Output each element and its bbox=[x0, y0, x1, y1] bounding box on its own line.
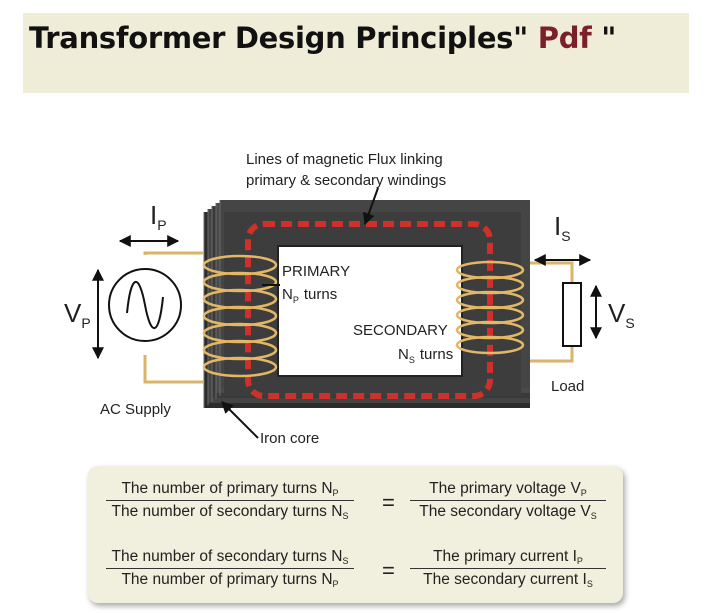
primary-turns-n: N bbox=[282, 286, 293, 303]
vs-letter: V bbox=[608, 298, 626, 328]
row2-left-num-text: The number of secondary turns N bbox=[111, 548, 343, 565]
secondary-turns-sub: S bbox=[409, 355, 415, 365]
vp-label: VP bbox=[64, 298, 91, 331]
row1-left-num-sub: P bbox=[332, 488, 339, 498]
ac-supply-label: AC Supply bbox=[100, 401, 171, 418]
secondary-label: SECONDARY bbox=[353, 322, 448, 339]
row1-left-num-text: The number of primary turns N bbox=[121, 480, 333, 497]
row2-left-den-sub: P bbox=[332, 579, 339, 589]
iron-core-label: Iron core bbox=[260, 430, 319, 447]
row2-right-den-text: The secondary current I bbox=[423, 571, 587, 588]
primary-turns-sub: P bbox=[293, 295, 299, 305]
row2-right-num-text: The primary current I bbox=[433, 548, 577, 565]
row1-left-den-sub: S bbox=[342, 511, 349, 521]
title-text: Transformer Design Principles" bbox=[29, 21, 528, 55]
flux-label-line2: primary & secondary windings bbox=[246, 172, 446, 189]
row2-right-denominator: The secondary current IS bbox=[410, 569, 606, 589]
iron-core-pointer bbox=[221, 401, 259, 439]
ac-source bbox=[108, 268, 182, 342]
secondary-turns-n: N bbox=[398, 346, 409, 363]
row2-equals: = bbox=[382, 558, 395, 583]
row2-left-denominator: The number of primary turns NP bbox=[106, 569, 354, 589]
row2-right-rule bbox=[410, 568, 606, 569]
row1-right-num-sub: P bbox=[580, 488, 587, 498]
is-letter: I bbox=[554, 211, 561, 241]
row1-left-rule bbox=[106, 500, 354, 501]
primary-turns-text: turns bbox=[304, 286, 337, 303]
vs-label: VS bbox=[608, 298, 635, 331]
formula-box: The number of primary turns NP The numbe… bbox=[88, 466, 623, 603]
flux-pointer bbox=[363, 187, 379, 226]
is-sub: S bbox=[561, 228, 570, 244]
row1-right-rule bbox=[410, 500, 606, 501]
is-label: IS bbox=[554, 211, 571, 244]
primary-wires bbox=[143, 251, 203, 384]
ip-sub: P bbox=[157, 217, 166, 233]
load-label: Load bbox=[551, 378, 584, 395]
secondary-turns-text: turns bbox=[420, 346, 453, 363]
primary-label: PRIMARY bbox=[282, 263, 350, 280]
row2-left-numerator: The number of secondary turns NS bbox=[106, 548, 354, 568]
row1-right-numerator: The primary voltage VP bbox=[410, 480, 606, 500]
transformer-diagram: Lines of magnetic Flux linking primary &… bbox=[64, 151, 635, 447]
row1-left-den-text: The number of secondary turns N bbox=[111, 503, 343, 520]
title-banner: Transformer Design Principles" Pdf " bbox=[23, 13, 689, 93]
secondary-winding bbox=[455, 260, 525, 355]
row2-right-numerator: The primary current IP bbox=[410, 548, 606, 568]
row1-right-fraction: The primary voltage VP The secondary vol… bbox=[410, 480, 606, 521]
row1-right-num-text: The primary voltage V bbox=[429, 480, 581, 497]
row2-left-rule bbox=[106, 568, 354, 569]
row2-right-fraction: The primary current IP The secondary cur… bbox=[410, 548, 606, 589]
title-close-quote: " bbox=[601, 21, 617, 55]
row2-left-num-sub: S bbox=[342, 556, 349, 566]
row1-right-den-text: The secondary voltage V bbox=[419, 503, 591, 520]
page-title: Transformer Design Principles" Pdf " bbox=[29, 21, 616, 55]
ip-letter: I bbox=[150, 200, 157, 230]
row1-right-den-sub: S bbox=[590, 511, 597, 521]
row2-right-den-sub: S bbox=[586, 579, 593, 589]
row1-left-numerator: The number of primary turns NP bbox=[106, 480, 354, 500]
row1-right-denominator: The secondary voltage VS bbox=[410, 501, 606, 521]
row1-left-fraction: The number of primary turns NP The numbe… bbox=[106, 480, 354, 521]
ip-label: IP bbox=[150, 200, 167, 233]
flux-label-line1: Lines of magnetic Flux linking bbox=[246, 151, 443, 168]
row2-left-fraction: The number of secondary turns NS The num… bbox=[106, 548, 354, 589]
row2-left-den-text: The number of primary turns N bbox=[121, 571, 333, 588]
title-pdf-word: Pdf bbox=[537, 21, 592, 55]
row1-equals: = bbox=[382, 490, 395, 515]
load-resistor bbox=[562, 282, 582, 347]
row2-right-num-sub: P bbox=[576, 556, 583, 566]
row1-left-denominator: The number of secondary turns NS bbox=[106, 501, 354, 521]
vs-sub: S bbox=[625, 315, 634, 331]
vp-letter: V bbox=[64, 298, 82, 328]
primary-winding bbox=[202, 254, 278, 378]
vp-sub: P bbox=[81, 315, 90, 331]
